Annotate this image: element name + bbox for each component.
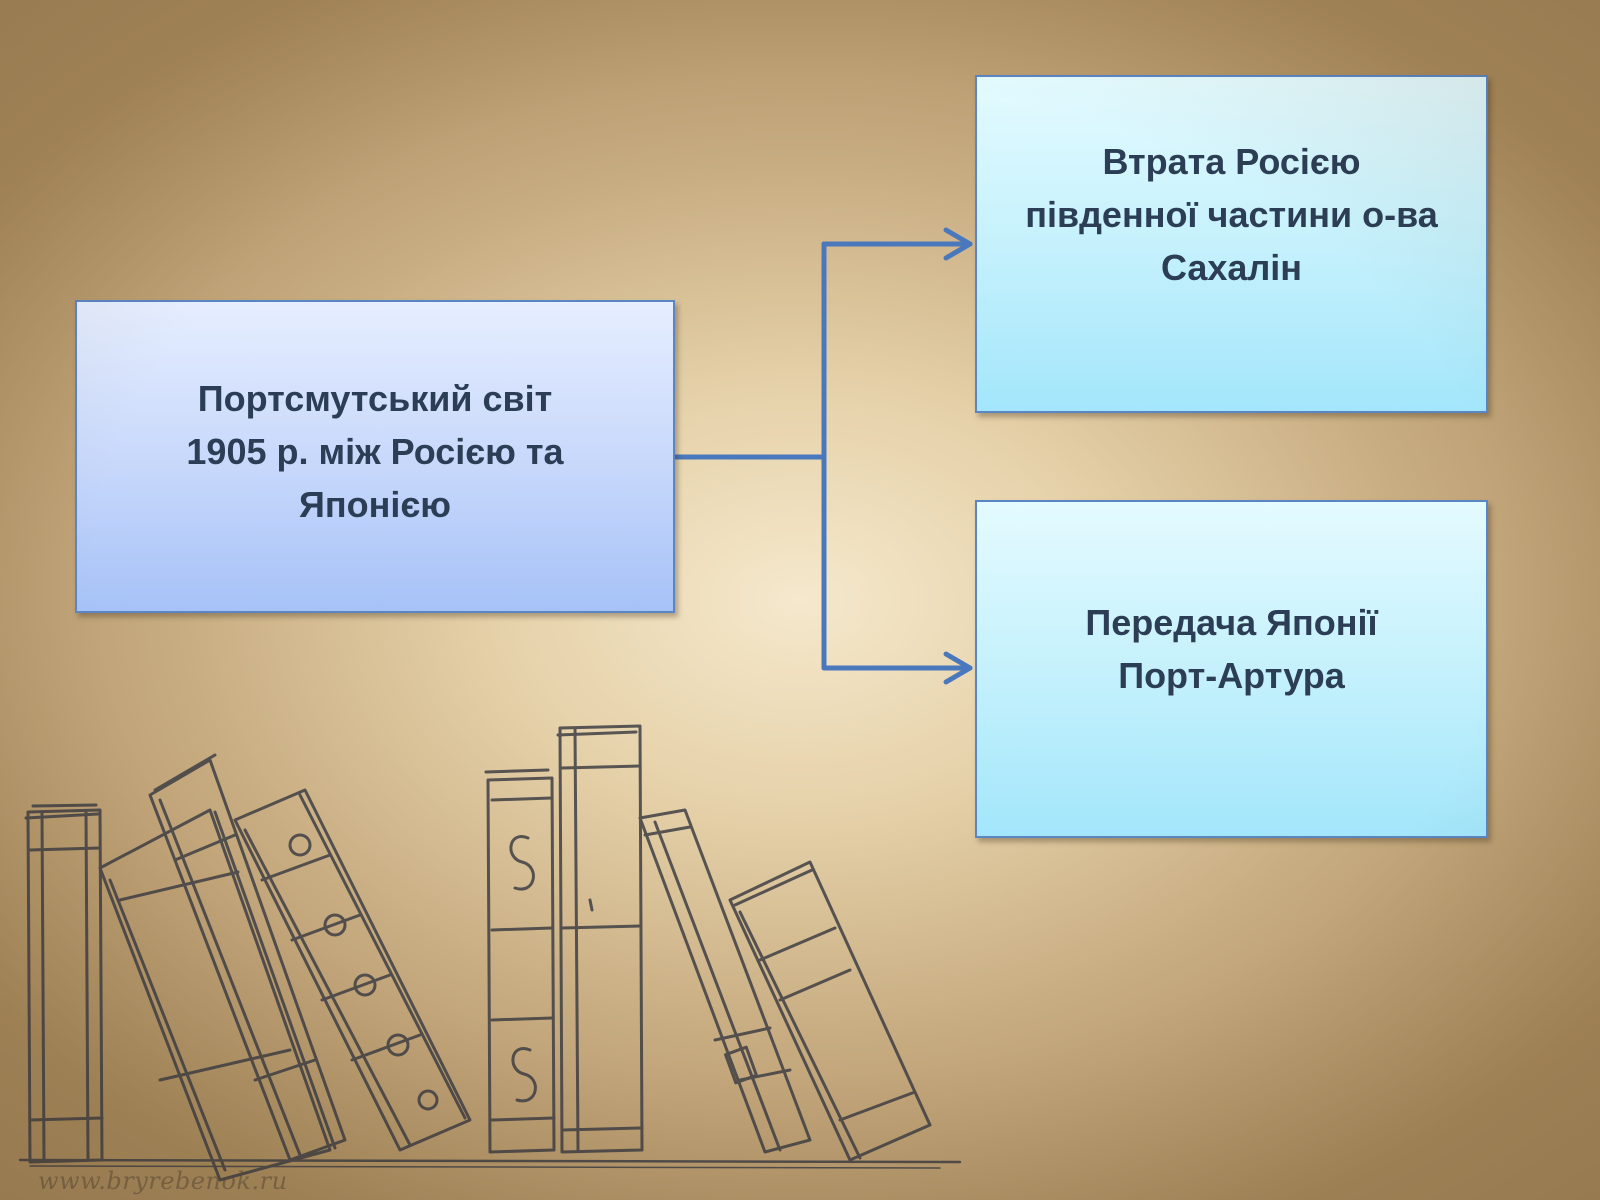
outcome-line: Передача Японії xyxy=(1085,602,1378,643)
book-sketch-5 xyxy=(484,768,556,1154)
arrowhead-bottom-icon xyxy=(943,651,973,685)
book-sketch-3 xyxy=(148,753,347,1162)
outcome-line: Втрата Росією xyxy=(1102,140,1361,182)
outcome-box-text: Втрата Росією південної частини о-ва Сах… xyxy=(1025,135,1438,294)
book-sketch-2 xyxy=(98,808,337,1182)
watermark: www.bryrebenok.ru xyxy=(38,1167,288,1195)
source-line: 1905 р. між Росією та xyxy=(186,431,564,472)
source-box-text: Портсмутський світ 1905 р. між Росією та… xyxy=(186,372,563,531)
source-line: Портсмутський світ xyxy=(197,378,553,419)
book-sketch-4 xyxy=(233,788,472,1152)
outcome-box-port-arthur: Передача Японії Порт-Артура xyxy=(975,500,1488,838)
outcome-box-text: Передача Японії Порт-Артура xyxy=(1085,596,1377,702)
outcome-box-sakhalin: Втрата Росією південної частини о-ва Сах… xyxy=(975,75,1488,413)
outcome-line: південної частини о-ва xyxy=(1025,193,1438,235)
source-line: Японією xyxy=(299,484,451,525)
arrowhead-top-icon xyxy=(943,227,973,261)
book-sketch-8 xyxy=(728,860,932,1162)
source-box: Портсмутський світ 1905 р. між Росією та… xyxy=(75,300,675,613)
book-sketch-6 xyxy=(556,724,644,1154)
book-sketch-7 xyxy=(638,808,812,1154)
outcome-line: Порт-Артура xyxy=(1118,655,1345,696)
outcome-line: Сахалін xyxy=(1160,246,1303,288)
